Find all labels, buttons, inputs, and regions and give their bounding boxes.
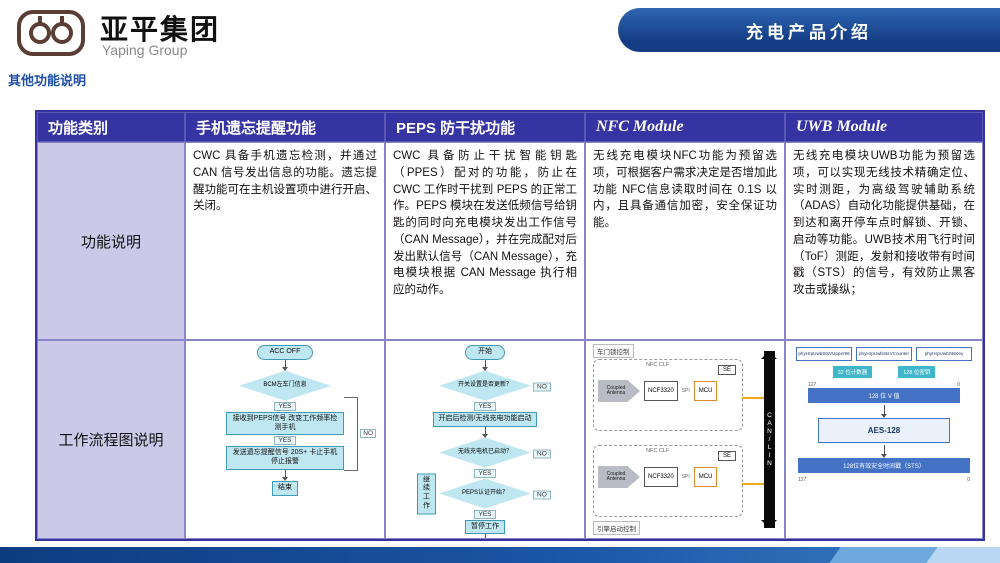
nfc-door-group: NFC CLF Coupled Antenna NCF3320 SPI MCU … — [593, 359, 743, 431]
engine-start-label: 引擎启动控制 — [593, 521, 640, 535]
door-lock-label: 车门锁控制 — [593, 344, 634, 358]
desc-cell-peps: CWC 具备防止干扰智能钥匙（PPES）配对的功能，防止在 CWC 工作时干扰到… — [385, 142, 585, 340]
feature-table: 功能类别 手机遗忘提醒功能 PEPS 防干扰功能 NFC Module UWB … — [35, 110, 985, 541]
arrow-down — [484, 534, 486, 538]
flow-decision-bcm-door: BCM左车门信息 — [239, 370, 331, 401]
se-block: SE — [717, 451, 736, 461]
arrow-down — [880, 444, 887, 458]
flowchart-nfc: 车门锁控制 NFC CLF Coupled Antenna NCF3320 SP… — [585, 340, 785, 539]
column-header-phone-reminder: 手机遗忘提醒功能 — [185, 112, 385, 142]
uwb-block-counter: phyHrpUwbStsVCounter — [856, 347, 912, 361]
company-logo — [16, 6, 86, 63]
nfc-clf-label: NFC CLF — [646, 362, 670, 368]
flow-decision-peps-auth: PEPS认证开始？ — [439, 478, 531, 509]
uwb-v-bar: 128 位 V 值 — [808, 387, 960, 403]
uwb-block-key: phyHrpUwbStsKey — [916, 347, 972, 361]
no-label: NO — [360, 429, 376, 438]
flow-decision-switch-updated: 开关设置是否更新？ — [439, 370, 531, 401]
uwb-sts-bar: 128位有效安全时间戳（STS） — [798, 457, 970, 473]
mcu-block: MCU — [693, 467, 718, 487]
bit-label-high: 127 — [808, 381, 817, 388]
column-header-uwb: UWB Module — [785, 112, 983, 142]
company-name: 亚平集团 — [100, 14, 221, 45]
mcu-block: MCU — [693, 381, 718, 401]
flow-step-enable-charging: 开启后检测/无线充电功能启动 — [432, 411, 538, 427]
row-label-flowchart: 工作流程图说明 — [37, 340, 185, 539]
column-header-nfc: NFC Module — [585, 112, 785, 142]
uwb-key-box: 128 位密钥 — [898, 365, 936, 378]
flowchart-cwc: ACC OFF BCM左车门信息 YES 接收到PEPS信号 改变工作频率检测手… — [185, 340, 385, 539]
flow-node-start: 开始 — [465, 345, 505, 360]
yes-label: YES — [274, 401, 296, 411]
arrow-down — [481, 359, 488, 371]
arrow-down — [481, 426, 488, 438]
arrow-down — [880, 404, 887, 418]
page-subtitle: 其他功能说明 — [8, 73, 87, 88]
flow-step-pause: 暂停工作 — [465, 519, 505, 535]
bit-label-low: 0 — [957, 381, 960, 388]
nfc-clf-label: NFC CLF — [646, 448, 670, 454]
desc-cell-nfc: 无线充电模块NFC功能为预留选项，可根据客户需求决定是否增加此功能 NFC信息读… — [585, 142, 785, 340]
flowchart-uwb: phyHrpUwbStsVUpper96 phyHrpUwbStsVCounte… — [785, 340, 983, 539]
yes-label: YES — [474, 401, 496, 411]
flow-decision-charger-started: 无线充电机已启动？ — [439, 437, 531, 468]
yes-label: YES — [474, 509, 496, 519]
flow-step-continue: 继续工作 — [417, 473, 436, 514]
ncf3320-chip: NCF3320 — [644, 467, 678, 487]
desc-cell-uwb: 无线充电模块UWB功能为预留选项，可以实现无线技术精确定位、实时测距，为高级驾驶… — [785, 142, 983, 340]
company-name-en: Yaping Group — [102, 42, 188, 58]
flow-node-end: 结束 — [272, 480, 298, 496]
nfc-engine-group: NFC CLF Coupled Antenna NCF3320 SPI MCU … — [593, 445, 743, 517]
coupled-antenna: Coupled Antenna — [598, 466, 640, 488]
flow-node-acc-off: ACC OFF — [256, 345, 314, 360]
can-lin-bus: CAN/LIN — [761, 351, 777, 528]
arrow-down — [281, 469, 288, 481]
column-header-category: 功能类别 — [37, 112, 185, 142]
ncf3320-chip: NCF3320 — [644, 381, 678, 401]
flowchart-peps: 开始 开关设置是否更新？ NO YES 开启后检测/无线充电功能启动 无线充电机… — [385, 340, 585, 539]
no-label: NO — [533, 490, 551, 499]
spi-label: SPI — [681, 474, 690, 480]
no-loop-line — [344, 397, 358, 471]
no-label: NO — [533, 449, 551, 458]
arrow-down — [281, 359, 288, 371]
uwb-block-upper96: phyHrpUwbStsVUpper96 — [796, 347, 852, 361]
bit-label-high: 127 — [798, 476, 807, 483]
banner-title: 充电产品介绍 — [618, 8, 1000, 52]
bit-label-low: 0 — [967, 476, 970, 483]
spi-label: SPI — [681, 388, 690, 394]
can-connector — [742, 483, 764, 485]
yes-label: YES — [274, 436, 296, 446]
desc-cell-cwc: CWC 具备手机遗忘检测，并通过 CAN 信号发出信息的功能。遗忘提醒功能可在主… — [185, 142, 385, 340]
no-label: NO — [533, 382, 551, 392]
can-connector — [742, 397, 764, 399]
footer-bar — [0, 547, 1000, 563]
se-block: SE — [717, 365, 736, 375]
aes-128-block: AES-128 — [818, 417, 950, 443]
yes-label: YES — [474, 468, 496, 478]
uwb-counter-box: 32 位计数器 — [832, 365, 873, 378]
coupled-antenna: Coupled Antenna — [598, 380, 640, 402]
footer-stripe — [926, 547, 1000, 563]
flow-step-send-reminder: 发送遗忘提醒信号 20S+ 卡止手机停止报警 — [226, 446, 344, 470]
column-header-peps: PEPS 防干扰功能 — [385, 112, 585, 142]
flow-step-detect-phone: 接收到PEPS信号 改变工作频率检测手机 — [226, 411, 344, 436]
row-label-description: 功能说明 — [37, 142, 185, 340]
